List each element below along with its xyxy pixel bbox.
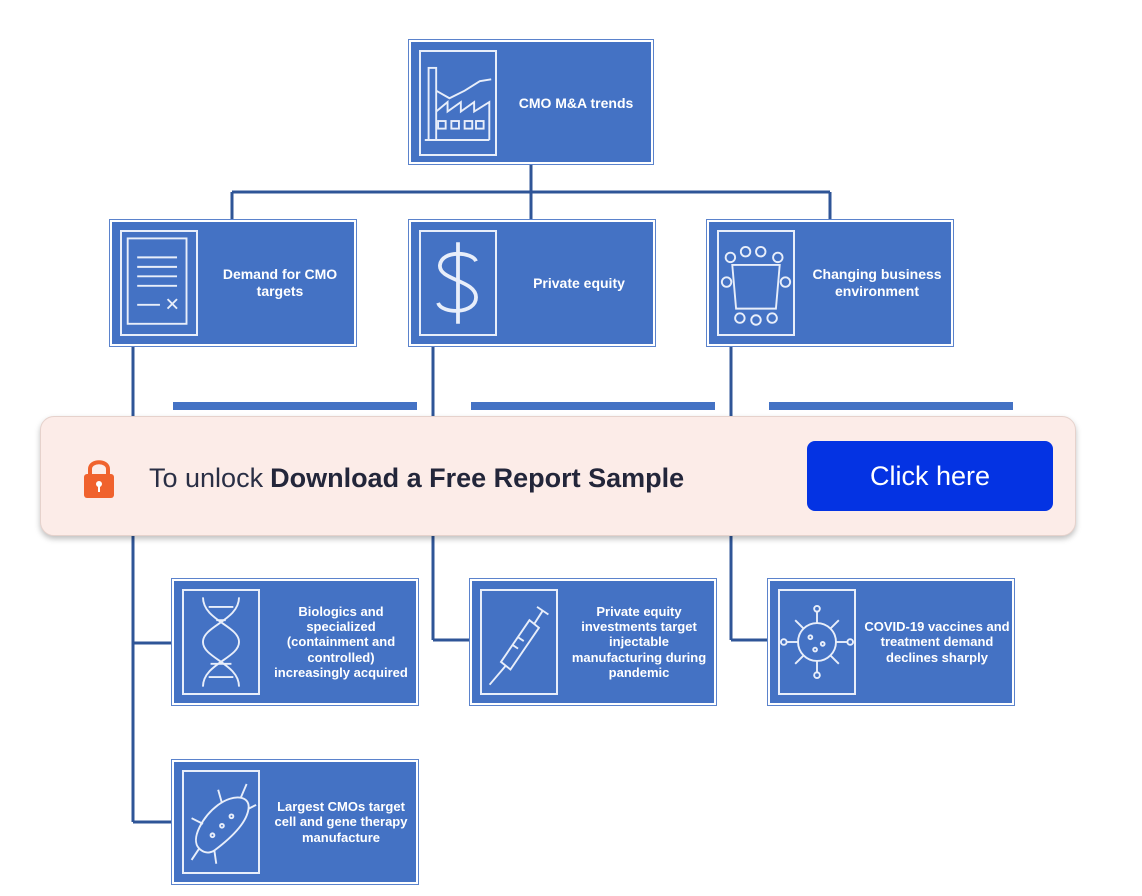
leaf-node-injectable: Private equity investments target inject… [469,578,717,706]
dna-icon [182,589,260,695]
lock-icon [81,457,117,499]
leaf-label: Biologics and specialized (containment a… [274,603,408,680]
click-here-button[interactable]: Click here [807,441,1053,511]
unlock-banner: To unlock Download a Free Report Sample … [40,416,1076,536]
hidden-node-top [471,402,715,410]
hidden-node-top [769,402,1013,410]
branch-label: Demand for CMO targets [222,266,338,299]
unlock-message: To unlock Download a Free Report Sample [149,453,684,503]
leaf-label: Largest CMOs target cell and gene therap… [274,799,408,845]
document-icon [120,230,198,336]
virus-icon [778,589,856,695]
hidden-node-top [173,402,417,410]
unlock-prefix: To unlock [149,462,264,493]
leaf-label: Private equity investments target inject… [571,603,707,680]
branch-label: Private equity [533,274,625,291]
branch-label: Changing business environment [812,266,942,299]
root-node: CMO M&A trends [408,39,654,165]
dollar-icon [419,230,497,336]
leaf-label: COVID-19 vaccines and treatment demand d… [864,619,1010,665]
leaf-node-biologics: Biologics and specialized (containment a… [171,578,419,706]
root-label: CMO M&A trends [518,94,634,111]
branch-node-private-equity: Private equity [408,219,656,347]
branch-node-business-environment: Changing business environment [706,219,954,347]
leaf-node-covid: COVID-19 vaccines and treatment demand d… [767,578,1015,706]
factory-icon [419,50,497,156]
leaf-node-cell-gene-therapy: Largest CMOs target cell and gene therap… [171,759,419,885]
syringe-icon [480,589,558,695]
branch-node-demand: Demand for CMO targets [109,219,357,347]
meeting-table-icon [717,230,795,336]
bacteria-icon [182,770,260,874]
unlock-emphasis: Download a Free Report Sample [270,462,685,493]
